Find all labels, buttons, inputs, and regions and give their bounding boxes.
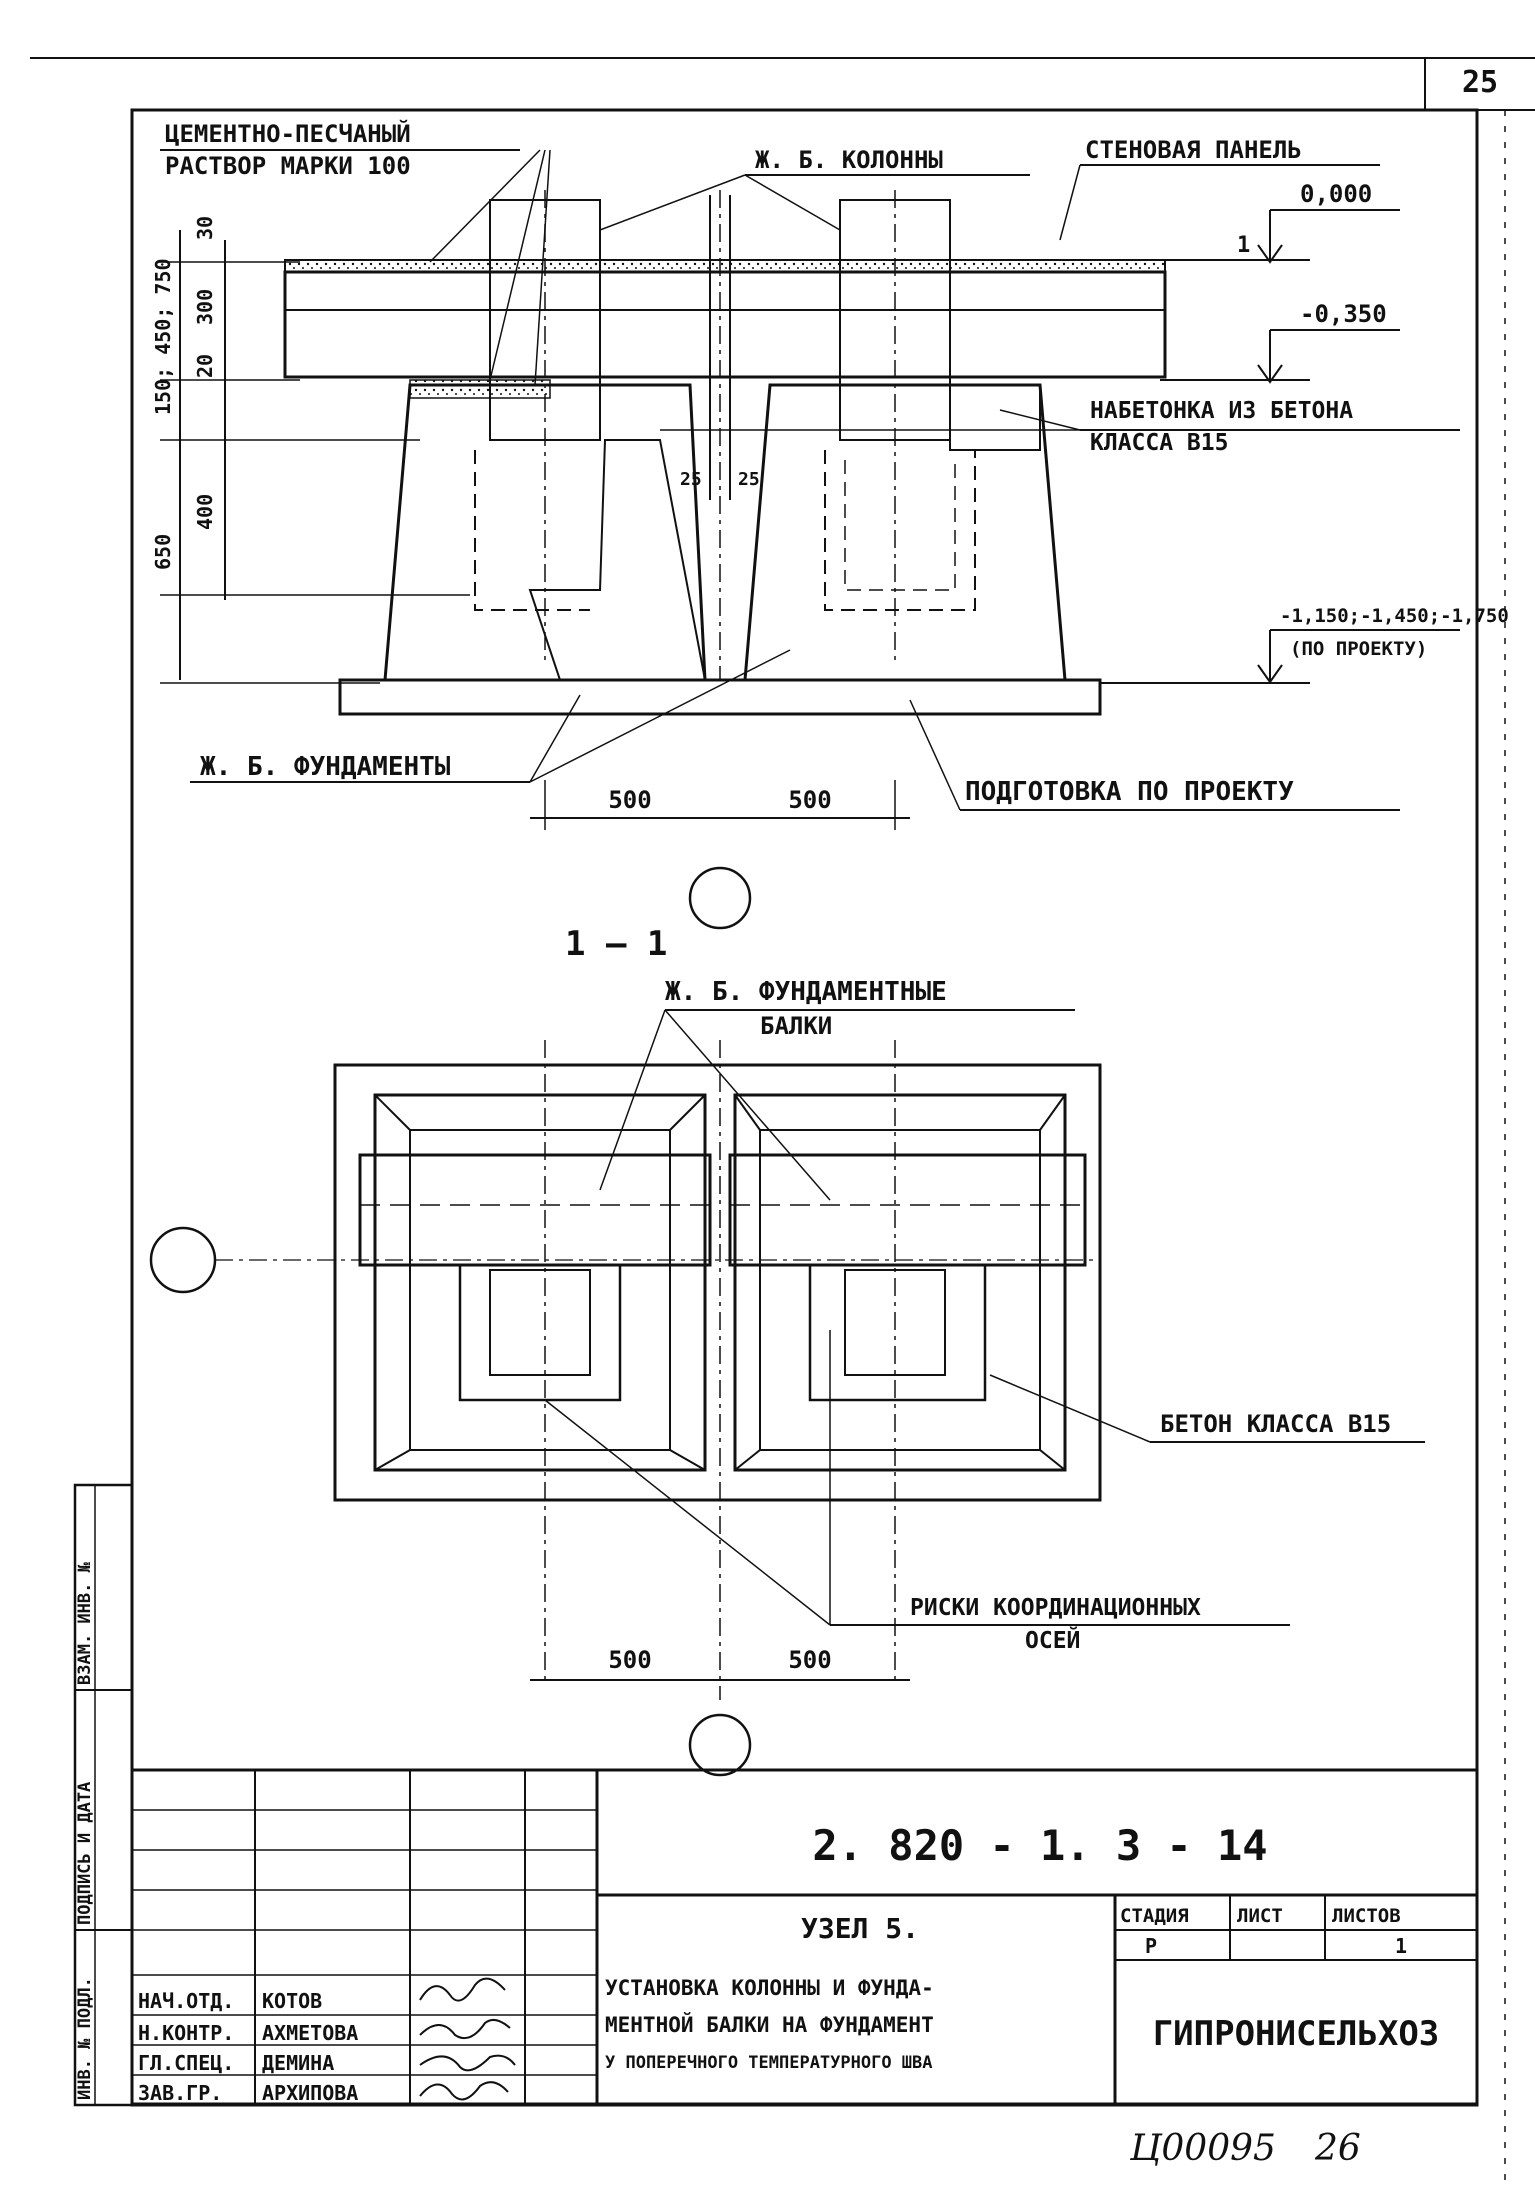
concrete-infill [528, 439, 707, 681]
sheet-header: ЛИСТ [1237, 1905, 1283, 1927]
foundation-beam-left [358, 1153, 712, 1267]
dim-20: 20 [193, 354, 217, 378]
label-concrete-b15: БЕТОН КЛАССА В15 [1160, 1410, 1391, 1438]
label-concrete-line1: НАБЕТОНКА ИЗ БЕТОНА [1090, 398, 1353, 424]
page-header: 25 [30, 57, 1535, 111]
label-mortar-line2: РАСТВОР МАРКИ 100 [165, 152, 411, 180]
wall-panel-band [283, 270, 1167, 379]
label-bottom-level: -1,150;-1,450;-1,750 [1280, 605, 1509, 627]
axis-marker-left [149, 1226, 217, 1294]
label-beams-line2: БАЛКИ [760, 1012, 832, 1040]
signer-name-4: АРХИПОВА [262, 2081, 358, 2105]
top-elevation-drawing: 30 300 20 150; 450; 750 400 650 25 25 50… [151, 119, 1509, 930]
signer-role-4: ЗАВ.ГР. [138, 2081, 222, 2105]
stamp-inventory: ИНВ. № ПОДЛ. [75, 1977, 95, 2100]
label-preparation: ПОДГОТОВКА ПО ПРОЕКТУ [965, 777, 1294, 807]
node-title: УЗЕЛ 5. [801, 1912, 919, 1945]
page-ref: 26 [1314, 2128, 1361, 2169]
label-beams-line1: Ж. Б. ФУНДАМЕНТНЫЕ [665, 977, 947, 1007]
signer-name-2: АХМЕТОВА [262, 2021, 358, 2045]
dim-30: 30 [193, 216, 217, 240]
signer-role-2: Н.КОНТР. [138, 2021, 234, 2045]
label-bottom-level-note: (ПО ПРОЕКТУ) [1290, 638, 1427, 660]
label-level-350: -0,350 [1300, 300, 1387, 328]
signature-1 [419, 1977, 506, 2002]
section-1-1-drawing: 1 – 1 Ж. Б. ФУНДАМЕНТНЫЕ БАЛКИ [149, 924, 1425, 1777]
foundation-beam-right [728, 1153, 1087, 1267]
signature-2 [419, 2018, 511, 2039]
dim-300: 300 [193, 289, 217, 325]
dim-25b: 25 [738, 469, 760, 490]
label-level-zero: 0,000 [1300, 180, 1372, 208]
dim-650: 650 [151, 534, 175, 570]
axis-marker-top [688, 866, 752, 930]
stamp-replace: ВЗАМ. ИНВ. № [75, 1561, 95, 1685]
label-mortar-line1: ЦЕМЕНТНО-ПЕСЧАНЫЙ [165, 119, 411, 148]
desc-line2: МЕНТНОЙ БАЛКИ НА ФУНДАМЕНТ [605, 2012, 934, 2037]
column-base-right [808, 1263, 987, 1402]
dim-25a: 25 [680, 469, 702, 490]
axis-marker-bottom [688, 1713, 752, 1777]
signer-role-3: ГЛ.СПЕЦ. [138, 2051, 234, 2075]
signer-role-1: НАЧ.ОТД. [138, 1989, 234, 2013]
page-number: 25 [1462, 65, 1498, 100]
mortar-layer [284, 259, 1166, 273]
doc-code: 2. 820 - 1. 3 - 14 [812, 1821, 1267, 1870]
title-block: 2. 820 - 1. 3 - 14 УЗЕЛ 5. УСТАНОВКА КОЛ… [130, 1768, 1479, 2107]
label-foundations: Ж. Б. ФУНДАМЕНТЫ [200, 752, 451, 782]
signature-4 [419, 2081, 509, 2101]
label-columns: Ж. Б. КОЛОННЫ [755, 146, 943, 174]
dim-150: 150; 450; 750 [151, 258, 175, 415]
dim-500-section-left: 500 [608, 1646, 651, 1674]
preparation-slab [338, 678, 1102, 716]
section-marker-1: 1 [1237, 233, 1250, 258]
section-title: 1 – 1 [565, 924, 667, 964]
stage-header: СТАДИЯ [1120, 1905, 1189, 1927]
stamp-signature: ПОДПИСЬ И ДАТА [75, 1782, 95, 1925]
dim-500-top-right: 500 [788, 786, 831, 814]
stage-value: Р [1145, 1934, 1157, 1958]
signer-name-1: КОТОВ [262, 1989, 322, 2013]
desc-line3: У ПОПЕРЕЧНОГО ТЕМПЕРАТУРНОГО ШВА [605, 2053, 933, 2073]
signer-name-3: ДЕМИНА [262, 2051, 334, 2075]
dim-400: 400 [193, 494, 217, 530]
signature-3 [419, 2054, 516, 2072]
sheets-value: 1 [1395, 1934, 1407, 1958]
label-axes-line1: РИСКИ КООРДИНАЦИОННЫХ [910, 1595, 1201, 1621]
label-wall-panel: СТЕНОВАЯ ПАНЕЛЬ [1085, 136, 1302, 164]
dim-500-section-right: 500 [788, 1646, 831, 1674]
archive-number: Ц00095 [1129, 2128, 1276, 2169]
sheets-header: ЛИСТОВ [1332, 1905, 1401, 1927]
label-axes-line2: ОСЕЙ [1025, 1626, 1080, 1654]
dim-500-top-left: 500 [608, 786, 651, 814]
desc-line1: УСТАНОВКА КОЛОННЫ И ФУНДА- [605, 1976, 934, 2000]
side-stamp: ВЗАМ. ИНВ. № ПОДПИСЬ И ДАТА ИНВ. № ПОДЛ. [73, 1483, 134, 2107]
label-concrete-line2: КЛАССА В15 [1090, 430, 1228, 456]
column-base-left [458, 1263, 622, 1402]
organization: ГИПРОНИСЕЛЬХОЗ [1153, 2014, 1440, 2054]
